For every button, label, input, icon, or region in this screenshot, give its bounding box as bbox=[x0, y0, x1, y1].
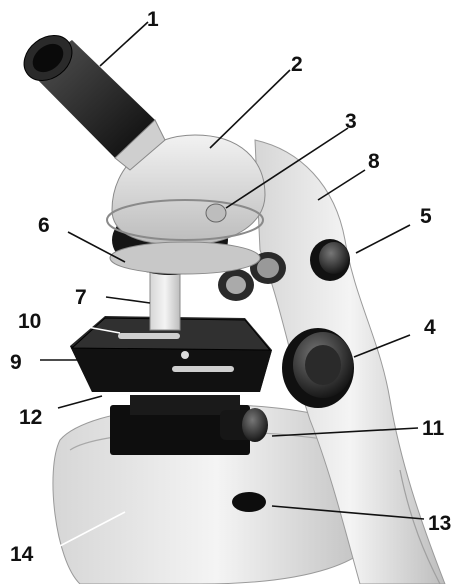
label-6: 6 bbox=[38, 214, 50, 237]
label-4: 4 bbox=[424, 316, 436, 339]
light-source bbox=[232, 492, 266, 512]
label-3: 3 bbox=[345, 110, 357, 133]
fine-focus-knob bbox=[310, 239, 350, 281]
label-8: 8 bbox=[368, 150, 380, 173]
label-10: 10 bbox=[18, 310, 41, 333]
label-12: 12 bbox=[19, 406, 42, 429]
label-2: 2 bbox=[291, 53, 303, 76]
nosepiece-knob bbox=[206, 204, 226, 222]
focus-knob bbox=[282, 328, 354, 408]
label-9: 9 bbox=[10, 351, 22, 374]
label-1: 1 bbox=[147, 8, 159, 31]
label-14: 14 bbox=[10, 543, 34, 566]
label-11: 11 bbox=[422, 417, 445, 440]
label-7: 7 bbox=[75, 286, 87, 309]
stage-knob bbox=[220, 408, 268, 442]
label-5: 5 bbox=[420, 205, 432, 228]
eyepiece bbox=[15, 26, 165, 170]
label-13: 13 bbox=[428, 512, 451, 535]
